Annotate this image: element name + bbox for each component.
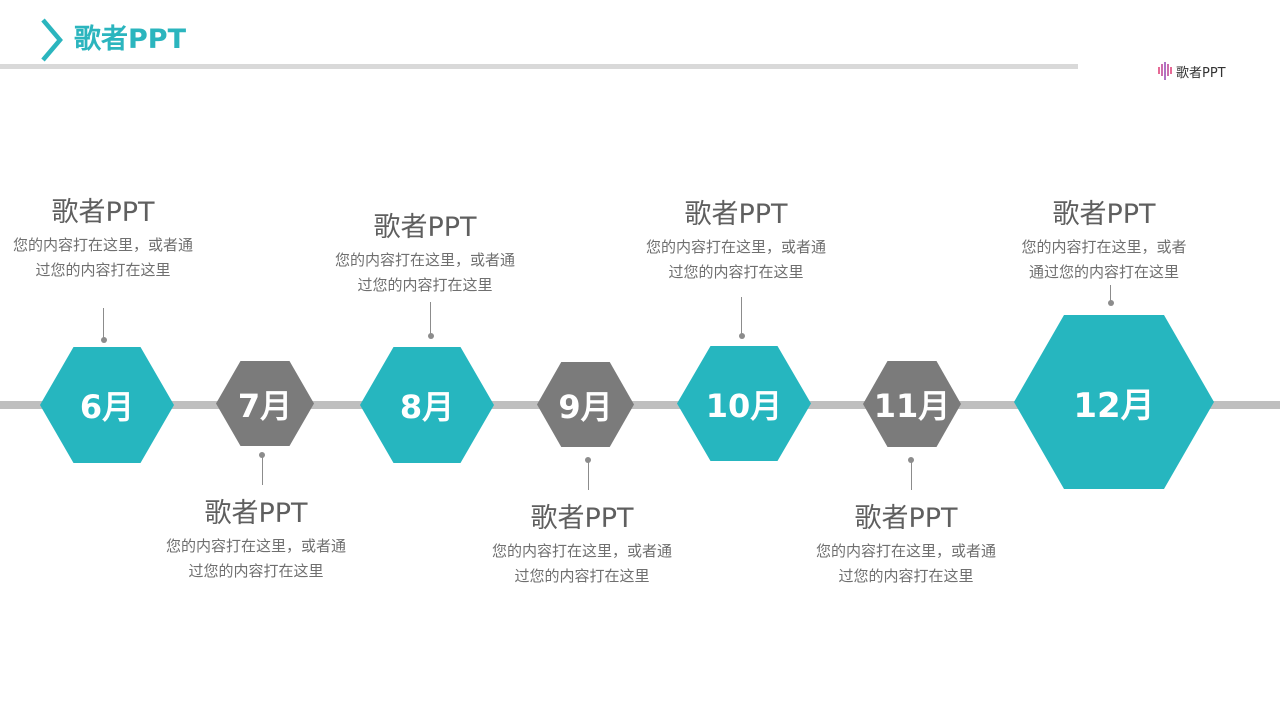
milestone-text-block: 歌者PPT 您的内容打在这里，或者 通过您的内容打在这里: [1006, 198, 1202, 285]
milestone-text-block: 歌者PPT 您的内容打在这里，或者通 过您的内容打在这里: [5, 196, 201, 283]
milestone-description-line: 您的内容打在这里，或者通: [12, 236, 193, 254]
milestone-description-line: 您的内容打在这里，或者通: [491, 542, 672, 560]
milestone-title: 歌者PPT: [204, 498, 308, 529]
milestone-title: 歌者PPT: [1052, 199, 1156, 230]
milestone-month: 11月: [873, 387, 951, 425]
milestone-text-block: 歌者PPT 您的内容打在这里，或者通 过您的内容打在这里: [484, 502, 680, 589]
milestone-title: 歌者PPT: [854, 503, 958, 534]
milestone-title: 歌者PPT: [684, 199, 788, 230]
connector-dot: [101, 337, 107, 343]
milestone-description-line: 您的内容打在这里，或者通: [165, 537, 346, 555]
milestone-hexagon: 8月: [360, 347, 494, 463]
connector-dot: [428, 333, 434, 339]
milestone-hexagon: 7月: [216, 361, 314, 446]
milestone-text-block: 歌者PPT 您的内容打在这里，或者通 过您的内容打在这里: [327, 211, 523, 298]
milestone-description: 您的内容打在这里，或者通 过您的内容打在这里: [808, 539, 1004, 589]
milestone-month: 6月: [79, 388, 135, 426]
milestone-description-line: 您的内容打在这里，或者通: [815, 542, 996, 560]
milestone-description: 您的内容打在这里，或者通 过您的内容打在这里: [484, 539, 680, 589]
milestone-description-line: 您的内容打在这里，或者通: [645, 238, 826, 256]
connector-dot: [1108, 300, 1114, 306]
connector-dot: [739, 333, 745, 339]
milestone-description: 您的内容打在这里，或者 通过您的内容打在这里: [1006, 235, 1202, 285]
page-title: 歌者PPT: [74, 24, 186, 55]
milestone-description: 您的内容打在这里，或者通 过您的内容打在这里: [327, 248, 523, 298]
milestone-hexagon: 9月: [537, 362, 634, 447]
logo-text: 歌者PPT: [1176, 65, 1226, 81]
milestone-description-line: 过您的内容打在这里: [514, 567, 650, 585]
milestone-month: 12月: [1073, 385, 1155, 426]
milestone-month: 7月: [237, 386, 293, 425]
connector-line: [741, 297, 742, 335]
connector-line: [430, 302, 431, 335]
milestone-text-block: 歌者PPT 您的内容打在这里，或者通 过您的内容打在这里: [808, 502, 1004, 589]
timeline-axis: [0, 401, 1280, 409]
header-divider: [0, 64, 1078, 69]
milestone-title: 歌者PPT: [530, 503, 634, 534]
milestone-description-line: 您的内容打在这里，或者: [1021, 238, 1187, 256]
milestone-hexagon: 10月: [677, 346, 811, 461]
chevron-right-icon: [41, 18, 63, 62]
connector-line: [588, 460, 589, 490]
milestone-description: 您的内容打在这里，或者通 过您的内容打在这里: [158, 534, 354, 584]
milestone-month: 10月: [705, 386, 783, 425]
connector-line: [1110, 285, 1111, 303]
milestone-text-block: 歌者PPT 您的内容打在这里，或者通 过您的内容打在这里: [638, 198, 834, 285]
milestone-title: 歌者PPT: [373, 212, 477, 243]
milestone-description-line: 过您的内容打在这里: [357, 276, 493, 294]
milestone-text-block: 歌者PPT 您的内容打在这里，或者通 过您的内容打在这里: [158, 497, 354, 584]
milestone-description-line: 过您的内容打在这里: [668, 263, 804, 281]
milestone-description-line: 过您的内容打在这里: [838, 567, 974, 585]
milestone-description: 您的内容打在这里，或者通 过您的内容打在这里: [5, 233, 201, 283]
milestone-title: 歌者PPT: [51, 197, 155, 228]
milestone-hexagon: 11月: [863, 361, 961, 447]
brand-logo: 歌者PPT: [1157, 60, 1226, 82]
milestone-hexagon: 6月: [40, 347, 174, 463]
milestone-month: 9月: [558, 387, 613, 426]
connector-line: [103, 308, 104, 341]
milestone-description-line: 过您的内容打在这里: [188, 562, 324, 580]
connector-line: [262, 455, 263, 485]
milestone-month: 8月: [399, 388, 455, 426]
milestone-description-line: 过您的内容打在这里: [35, 261, 171, 279]
milestone-description: 您的内容打在这里，或者通 过您的内容打在这里: [638, 235, 834, 285]
milestone-hexagon: 12月: [1014, 315, 1214, 489]
microphone-icon: [1158, 62, 1172, 80]
connector-line: [911, 460, 912, 490]
milestone-description-line: 通过您的内容打在这里: [1028, 263, 1179, 281]
milestone-description-line: 您的内容打在这里，或者通: [334, 251, 515, 269]
